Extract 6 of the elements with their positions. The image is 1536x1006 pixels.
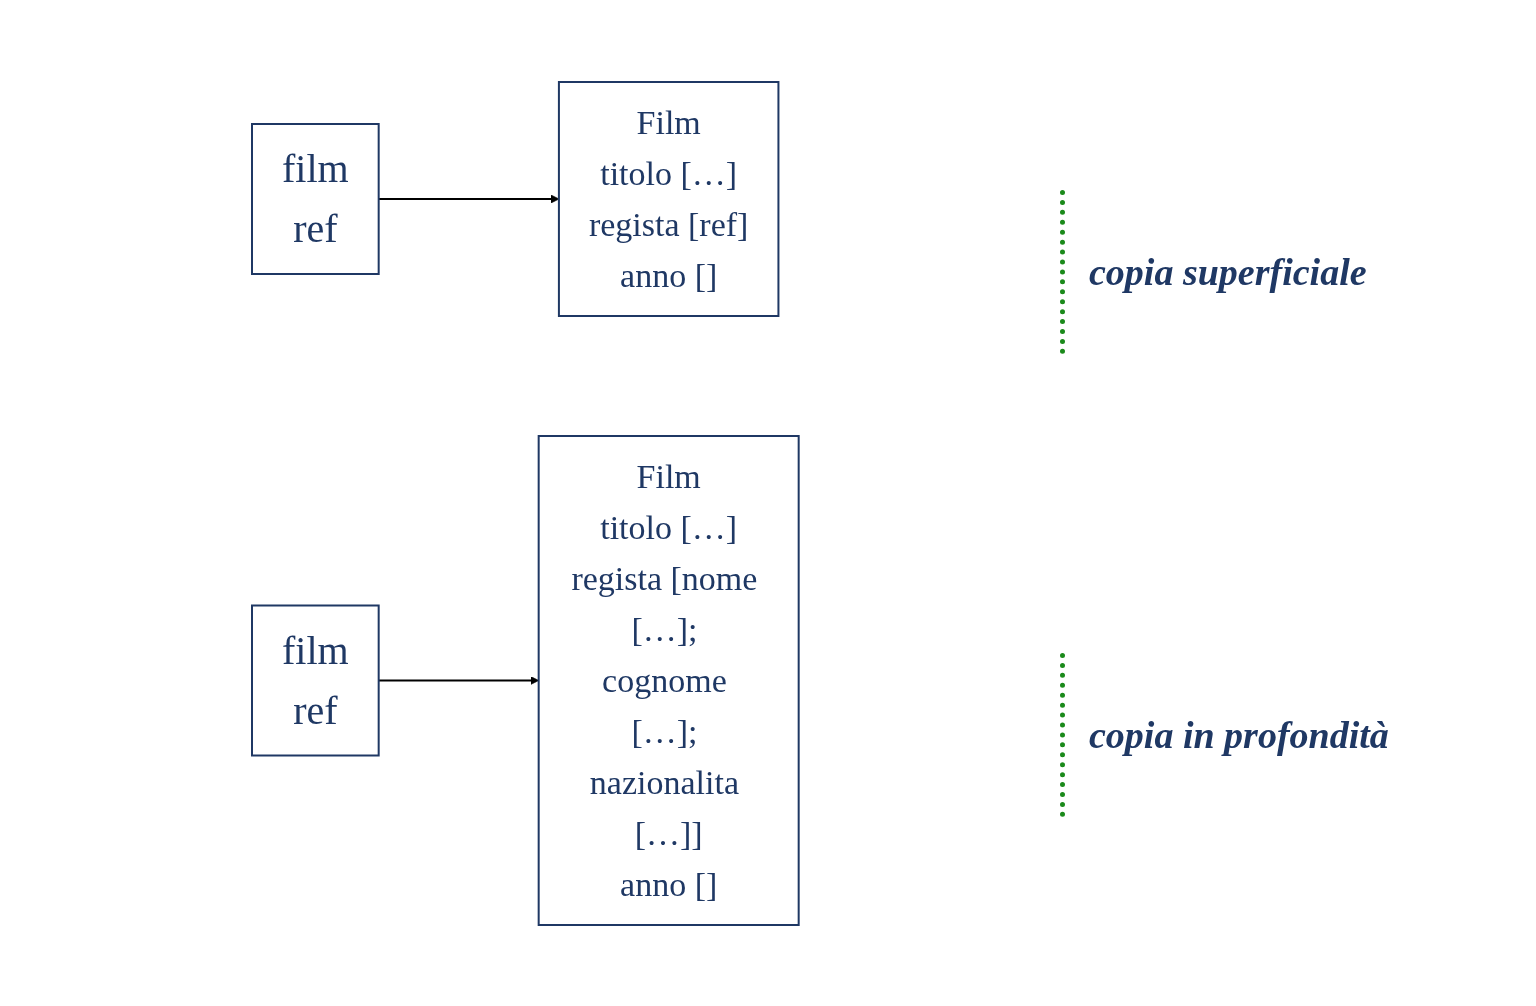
annotation-text: copia superficiale bbox=[1060, 189, 1526, 354]
node-box: Film titolo […] regista [ref] anno [] bbox=[557, 80, 780, 317]
annotation-text: copia in profondità bbox=[1060, 652, 1526, 817]
node-box: Film titolo […] regista [nome […]; cognome […]; nazionalita […]] anno [] bbox=[537, 434, 800, 926]
node-box: film ref bbox=[250, 122, 380, 275]
node-box: film ref bbox=[250, 604, 380, 756]
